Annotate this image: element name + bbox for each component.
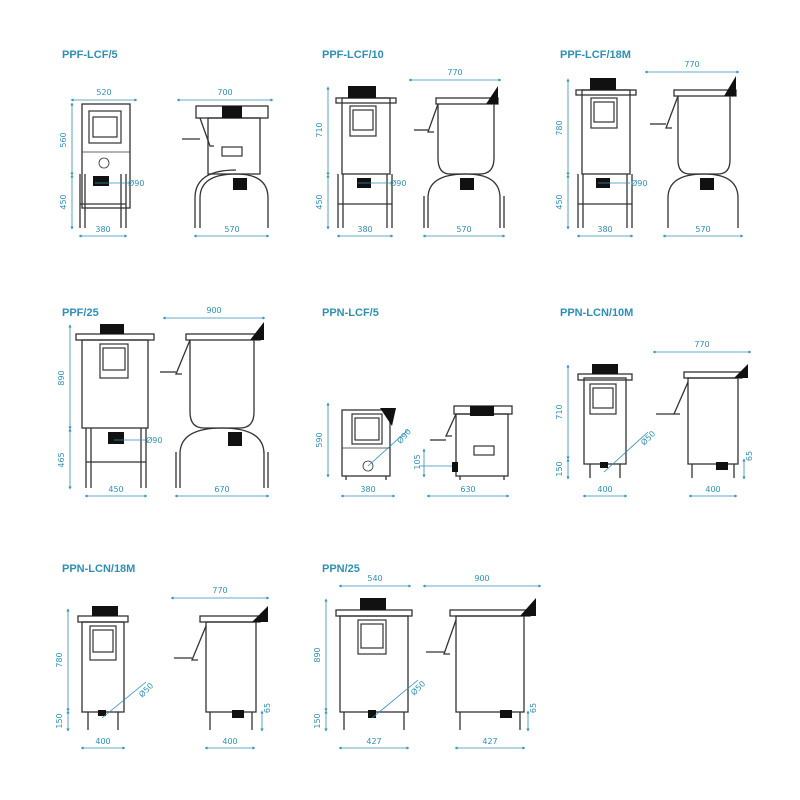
dim-front-base: 427 bbox=[366, 737, 381, 746]
dimensions: 520 700 560 450 Ø90 380 570 bbox=[59, 88, 274, 238]
dim-front-top: 540 bbox=[367, 574, 382, 583]
dim-side-base: 670 bbox=[214, 485, 229, 494]
dimensions: 770 780 150 Ø50 65 400 400 bbox=[55, 586, 272, 750]
dim-side-base: 570 bbox=[695, 225, 710, 234]
model-ppf-lcf-5: PPF-LCF/5 bbox=[59, 49, 274, 238]
dim-front-base: 380 bbox=[95, 225, 110, 234]
side-view bbox=[160, 322, 269, 488]
dim-side-base: 630 bbox=[460, 485, 475, 494]
side-view bbox=[650, 76, 739, 228]
dim-drain-height: 105 bbox=[413, 454, 422, 469]
dim-height-body: 890 bbox=[313, 647, 322, 662]
dim-drain: Ø90 bbox=[390, 178, 406, 188]
front-view bbox=[79, 103, 131, 228]
dim-drain-height: 65 bbox=[745, 451, 754, 461]
front-view bbox=[341, 408, 396, 480]
dim-drain-height: 65 bbox=[529, 703, 538, 713]
model-title: PPN-LCN/10M bbox=[560, 307, 633, 319]
dim-side-top: 900 bbox=[206, 306, 221, 315]
side-view bbox=[182, 105, 269, 228]
dim-side-base: 570 bbox=[224, 225, 239, 234]
dim-height-legs: 150 bbox=[555, 461, 564, 476]
model-ppf-lcf-18m: PPF-LCF/18M 770 780 bbox=[555, 49, 744, 238]
dim-drain: Ø90 bbox=[395, 427, 413, 446]
side-view bbox=[414, 86, 505, 228]
dim-front-base: 380 bbox=[357, 225, 372, 234]
front-view bbox=[335, 86, 397, 228]
dim-side-base: 400 bbox=[705, 485, 720, 494]
dim-height-body: 890 bbox=[57, 370, 66, 385]
dimensions: 770 710 450 Ø90 380 570 bbox=[315, 68, 506, 238]
dim-height-body: 710 bbox=[555, 404, 564, 419]
dim-drain: Ø90 bbox=[128, 178, 144, 188]
dim-height-body: 590 bbox=[315, 432, 324, 447]
model-ppn-lcn-10m: PPN-LCN/10M 770 710 150 bbox=[555, 307, 754, 498]
model-ppf-lcf-10: PPF-LCF/10 770 bbox=[315, 49, 506, 238]
side-view bbox=[430, 405, 513, 480]
dim-height-stand: 450 bbox=[555, 194, 564, 209]
front-view bbox=[335, 598, 413, 730]
dim-front-top: 520 bbox=[96, 88, 111, 97]
model-title: PPF-LCF/18M bbox=[560, 49, 631, 61]
dim-drain: Ø50 bbox=[639, 429, 658, 448]
side-view bbox=[174, 606, 268, 730]
dim-drain: Ø90 bbox=[146, 435, 162, 445]
model-title: PPF/25 bbox=[62, 307, 99, 319]
dim-side-top: 770 bbox=[684, 60, 699, 69]
model-title: PPN-LCN/18M bbox=[62, 563, 135, 575]
dim-height-body: 780 bbox=[55, 652, 64, 667]
dim-side-top: 770 bbox=[694, 340, 709, 349]
front-view bbox=[577, 364, 633, 478]
dimensions: 770 780 450 Ø90 380 570 bbox=[555, 60, 744, 238]
dim-side-base: 570 bbox=[456, 225, 471, 234]
dim-front-base: 400 bbox=[597, 485, 612, 494]
dimensions: 540 900 890 150 Ø50 65 427 427 bbox=[313, 574, 542, 750]
dim-side-top: 900 bbox=[474, 574, 489, 583]
model-ppn-25: PPN/25 540 900 890 bbox=[313, 563, 542, 750]
side-view bbox=[656, 364, 748, 478]
dim-height-legs: 150 bbox=[313, 713, 322, 728]
dim-height-stand: 450 bbox=[315, 194, 324, 209]
model-ppf-25: PPF/25 900 bbox=[57, 306, 270, 498]
model-title: PPF-LCF/10 bbox=[322, 49, 384, 61]
dim-drain: Ø90 bbox=[631, 178, 647, 188]
dim-height-body: 560 bbox=[59, 132, 68, 147]
dim-side-top: 700 bbox=[217, 88, 232, 97]
dim-front-base: 400 bbox=[95, 737, 110, 746]
model-title: PPN-LCF/5 bbox=[322, 307, 379, 319]
dim-height-stand: 450 bbox=[59, 194, 68, 209]
dimensions: 900 890 465 Ø90 450 670 bbox=[57, 306, 270, 498]
model-title: PPN/25 bbox=[322, 563, 360, 575]
dim-height-stand: 465 bbox=[57, 452, 66, 467]
dim-height-legs: 150 bbox=[55, 713, 64, 728]
dim-height-body: 780 bbox=[555, 120, 564, 135]
side-view bbox=[426, 598, 536, 730]
dimensions: 770 710 150 Ø50 65 400 400 bbox=[555, 340, 754, 498]
dim-side-top: 770 bbox=[447, 68, 462, 77]
dim-drain-height: 65 bbox=[263, 703, 272, 713]
front-view bbox=[75, 324, 155, 488]
model-ppn-lcf-5: PPN-LCF/5 590 Ø90 bbox=[315, 307, 513, 498]
dim-side-top: 770 bbox=[212, 586, 227, 595]
dim-side-base: 400 bbox=[222, 737, 237, 746]
front-view bbox=[77, 606, 129, 730]
dim-front-base: 380 bbox=[360, 485, 375, 494]
dim-drain: Ø50 bbox=[137, 681, 156, 700]
front-view bbox=[575, 78, 637, 228]
dim-front-base: 380 bbox=[597, 225, 612, 234]
model-title: PPF-LCF/5 bbox=[62, 49, 118, 61]
dim-drain: Ø50 bbox=[409, 679, 428, 698]
dim-front-base: 450 bbox=[108, 485, 123, 494]
dim-height-body: 710 bbox=[315, 122, 324, 137]
model-ppn-lcn-18m: PPN-LCN/18M 770 780 150 bbox=[55, 563, 272, 750]
dim-side-base: 427 bbox=[482, 737, 497, 746]
